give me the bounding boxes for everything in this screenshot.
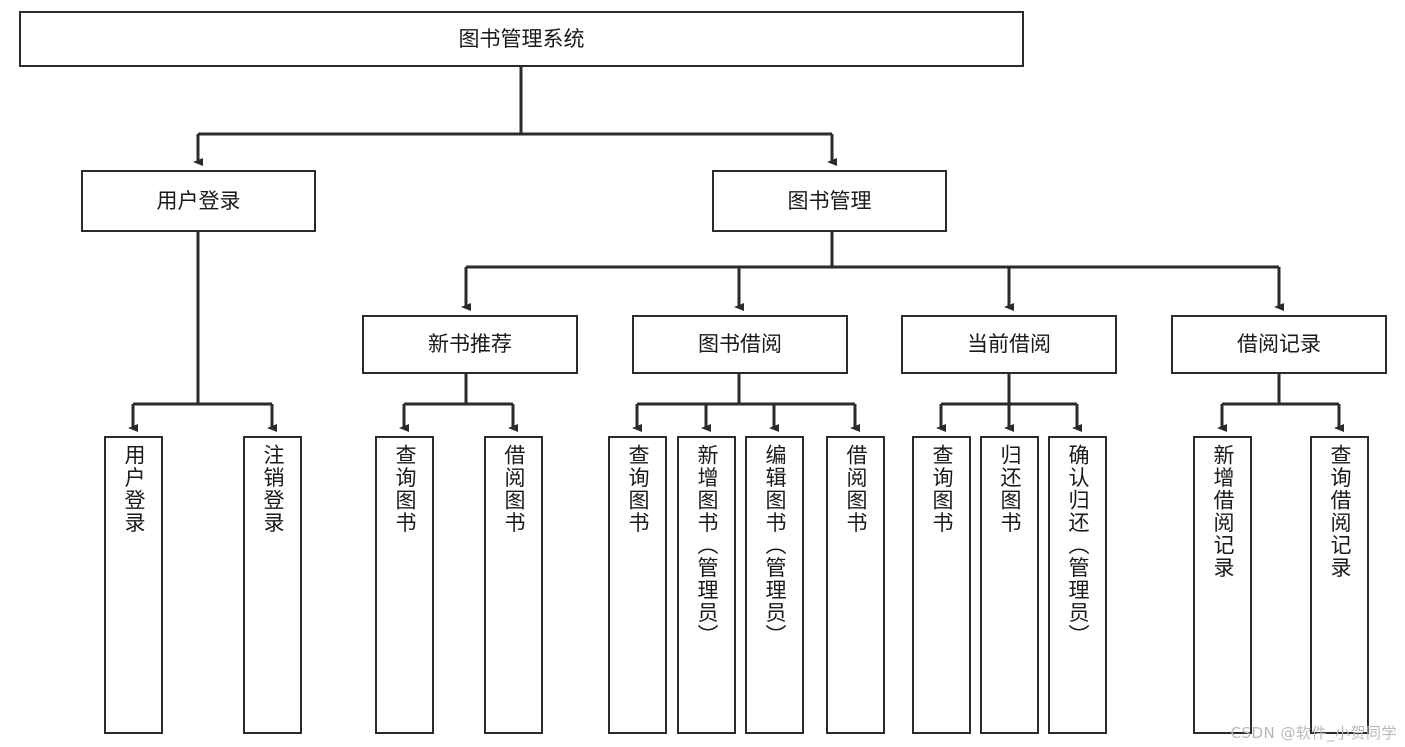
leaf-borrow-borrow-book[interactable]: 借阅图书 xyxy=(826,436,885,734)
node-label: 确认归还（管理员） xyxy=(1066,444,1090,647)
csdn-watermark: CSDN @软件_小贺同学 xyxy=(1230,724,1397,742)
leaf-record-query-record[interactable]: 查询借阅记录 xyxy=(1310,436,1369,734)
leaf-user-login-login[interactable]: 用户登录 xyxy=(104,436,163,734)
node-label: 图书借阅 xyxy=(698,332,782,357)
node-label: 新增借阅记录 xyxy=(1211,444,1235,579)
node-book-management[interactable]: 图书管理 xyxy=(712,170,947,232)
leaf-current-confirm-return-admin[interactable]: 确认归还（管理员） xyxy=(1048,436,1107,734)
node-new-book-recommend[interactable]: 新书推荐 xyxy=(362,315,578,374)
node-book-borrow[interactable]: 图书借阅 xyxy=(632,315,848,374)
node-label: 图书管理 xyxy=(787,188,872,213)
leaf-borrow-query-book[interactable]: 查询图书 xyxy=(608,436,667,734)
leaf-current-query-book[interactable]: 查询图书 xyxy=(912,436,971,734)
node-label: 注销登录 xyxy=(261,444,285,534)
node-label: 图书管理系统 xyxy=(458,26,585,51)
node-label: 查询借阅记录 xyxy=(1328,444,1352,579)
node-label: 用户登录 xyxy=(156,188,241,213)
leaf-recommend-borrow-book[interactable]: 借阅图书 xyxy=(484,436,543,734)
node-label: 查询图书 xyxy=(930,444,954,534)
node-label: 查询图书 xyxy=(393,444,417,534)
node-label: 归还图书 xyxy=(998,444,1022,534)
node-label: 编辑图书（管理员） xyxy=(763,444,787,647)
node-label: 用户登录 xyxy=(122,444,146,534)
node-label: 借阅图书 xyxy=(844,444,868,534)
node-label: 新增图书（管理员） xyxy=(695,444,719,647)
node-root-system[interactable]: 图书管理系统 xyxy=(19,11,1024,67)
node-label: 借阅记录 xyxy=(1237,332,1321,357)
leaf-borrow-add-book-admin[interactable]: 新增图书（管理员） xyxy=(677,436,736,734)
node-label: 新书推荐 xyxy=(428,332,512,357)
node-current-borrow[interactable]: 当前借阅 xyxy=(901,315,1117,374)
leaf-borrow-edit-book-admin[interactable]: 编辑图书（管理员） xyxy=(745,436,804,734)
leaf-recommend-query-book[interactable]: 查询图书 xyxy=(375,436,434,734)
node-label: 查询图书 xyxy=(626,444,650,534)
leaf-record-add-record[interactable]: 新增借阅记录 xyxy=(1193,436,1252,734)
node-user-login[interactable]: 用户登录 xyxy=(81,170,316,232)
node-label: 借阅图书 xyxy=(502,444,526,534)
leaf-current-return-book[interactable]: 归还图书 xyxy=(980,436,1039,734)
node-borrow-record[interactable]: 借阅记录 xyxy=(1171,315,1387,374)
leaf-user-login-logout[interactable]: 注销登录 xyxy=(243,436,302,734)
node-label: 当前借阅 xyxy=(967,332,1051,357)
